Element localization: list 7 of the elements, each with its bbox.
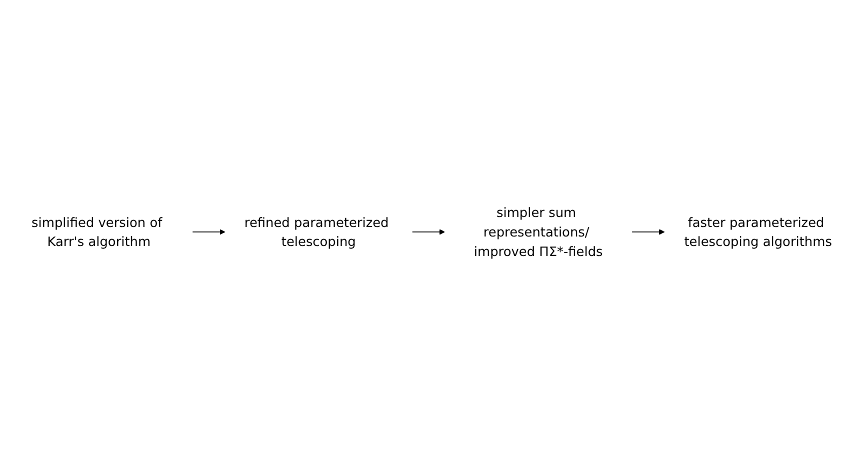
arrow — [632, 228, 665, 234]
arrow — [412, 228, 445, 234]
node-text: simpler sum representations/ improved ΠΣ*-fields — [474, 204, 603, 259]
node-text: refined parameterized telescoping — [244, 214, 389, 249]
node-text: faster parameterized telescoping algorithms — [684, 214, 832, 249]
node-text: simplified version of Karr's algorithm — [32, 214, 162, 249]
arrow — [192, 228, 226, 234]
